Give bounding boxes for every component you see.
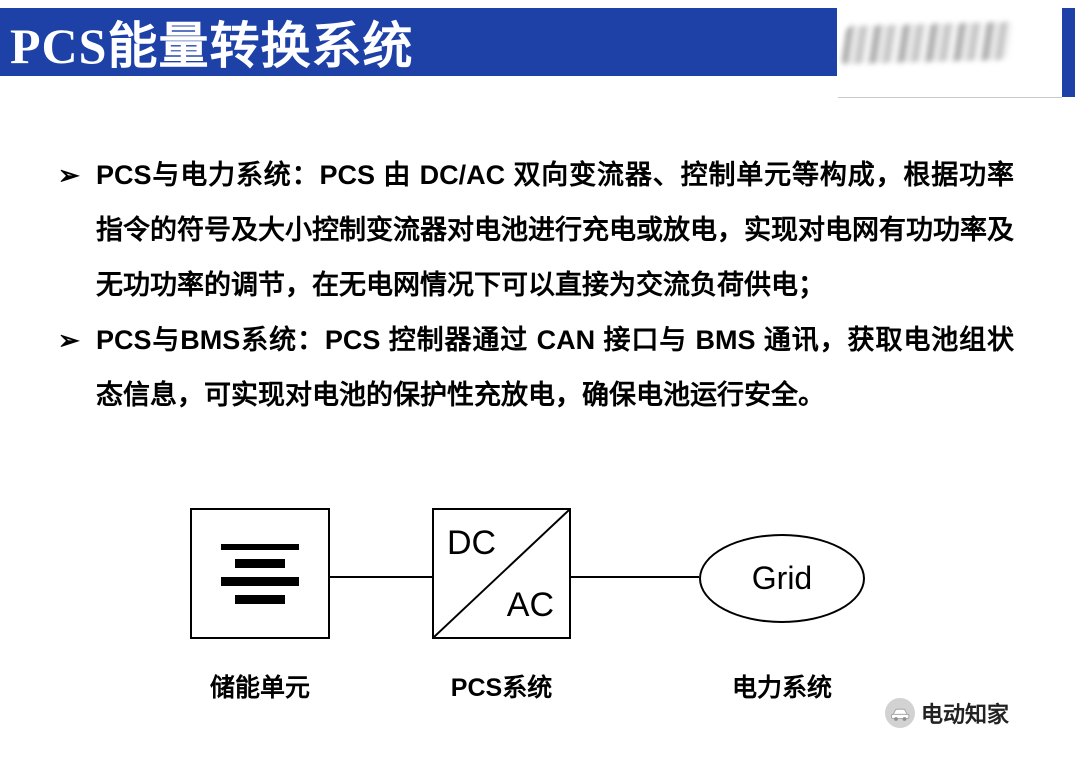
blurred-watermark-logo xyxy=(840,21,1014,65)
dc-label: DC xyxy=(447,524,497,562)
grid-label: Grid xyxy=(751,560,813,596)
bullet-text: PCS与BMS系统：PCS 控制器通过 CAN 接口与 BMS 通讯，获取电池组… xyxy=(96,325,1014,410)
caption-grid: 电力系统 xyxy=(731,674,832,702)
brand-footer: 电动知家 xyxy=(885,697,1009,729)
bullet-list: ➢ PCS与电力系统：PCS 由 DC/AC 双向变流器、控制单元等构成，根据功… xyxy=(58,148,1014,423)
battery-bar xyxy=(221,576,299,586)
grid-ellipse: Grid xyxy=(699,534,865,623)
diagonal-divider xyxy=(434,510,569,637)
bullet-item: ➢ PCS与BMS系统：PCS 控制器通过 CAN 接口与 BMS 通讯，获取电… xyxy=(58,313,1014,423)
brand-name: 电动知家 xyxy=(921,702,1010,727)
connector-line-left xyxy=(330,576,432,578)
caption-pcs: PCS系统 xyxy=(450,674,553,702)
bullet-item: ➢ PCS与电力系统：PCS 由 DC/AC 双向变流器、控制单元等构成，根据功… xyxy=(58,148,1014,313)
caption-battery: 储能单元 xyxy=(209,674,310,702)
right-accent-bar xyxy=(1062,8,1075,97)
bullet-arrow-icon: ➢ xyxy=(58,325,80,355)
bullet-arrow-icon: ➢ xyxy=(58,160,80,190)
battery-bar xyxy=(221,543,299,550)
connector-line-right xyxy=(571,576,699,578)
header-right-panel xyxy=(838,8,1062,98)
battery-bar xyxy=(235,594,285,604)
battery-icon xyxy=(221,543,299,604)
page-title: PCS能量转换系统 xyxy=(10,18,414,74)
pcs-converter-box: DC AC xyxy=(432,508,571,639)
battery-bar xyxy=(235,558,285,568)
bullet-text: PCS与电力系统：PCS 由 DC/AC 双向变流器、控制单元等构成，根据功率指… xyxy=(96,160,1014,300)
battery-box xyxy=(190,508,330,639)
brand-logo-icon xyxy=(885,698,915,728)
ac-label: AC xyxy=(506,586,554,624)
title-bar: PCS能量转换系统 xyxy=(0,8,837,76)
